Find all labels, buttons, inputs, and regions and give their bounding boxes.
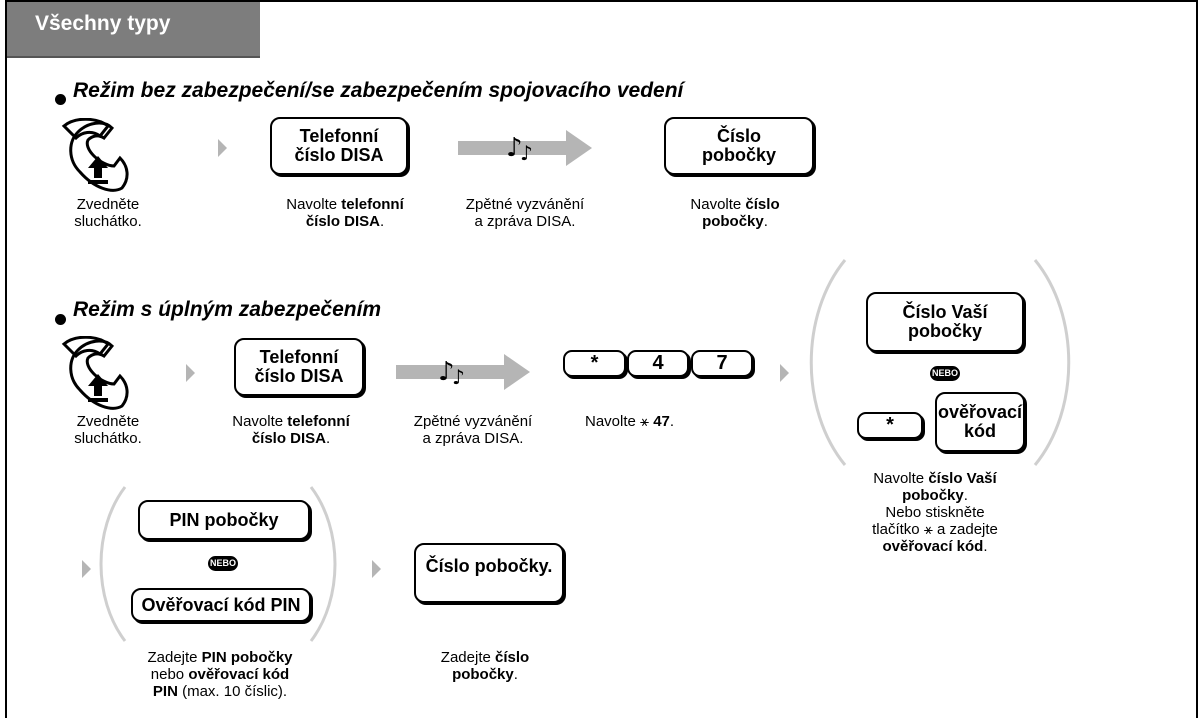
- section-tab: Všechny typy: [7, 2, 260, 58]
- section2-title: Režim s úplným zabezpečením: [73, 298, 382, 321]
- extension-pin-key[interactable]: PIN pobočky: [138, 500, 310, 540]
- arrow-icon: [780, 364, 789, 382]
- svg-text:♪: ♪: [520, 141, 533, 165]
- arrow-icon: [372, 560, 381, 578]
- handset-icon: [61, 118, 129, 192]
- svg-text:♪: ♪: [438, 357, 455, 387]
- svg-text:♪: ♪: [452, 365, 465, 389]
- option-bracket: [809, 259, 1071, 466]
- star-key[interactable]: *: [857, 412, 923, 439]
- ringback-arrow-icon: ♪ ♪: [458, 130, 592, 166]
- or-badge: NEBO: [208, 556, 238, 571]
- key-4[interactable]: 4: [627, 350, 689, 377]
- ringback-arrow-icon: ♪ ♪: [396, 354, 530, 390]
- extension-number-key[interactable]: Číslo pobočky.: [414, 543, 564, 603]
- bullet-dot: [55, 94, 66, 105]
- handset-icon: [61, 336, 129, 410]
- arrow-icon: [186, 364, 195, 382]
- s2-step4-caption: Navolte ⚹ 47.: [585, 413, 675, 430]
- s1-step2-caption: Navolte telefonní číslo DISA.: [286, 196, 404, 230]
- or-badge: NEBO: [930, 366, 960, 381]
- bullet-dot: [55, 314, 66, 325]
- s2-step6-caption: Zadejte PIN pobočky nebo ověřovací kód P…: [147, 649, 293, 700]
- key-7[interactable]: 7: [691, 350, 753, 377]
- s1-step4-caption: Navolte číslo pobočky.: [690, 196, 780, 230]
- s2-step7-caption: Zadejte číslo pobočky.: [440, 649, 530, 683]
- content-frame: [5, 0, 1198, 718]
- svg-text:♪: ♪: [506, 133, 523, 163]
- option-bracket: [99, 486, 337, 642]
- arrow-icon: [218, 139, 227, 157]
- section1-title: Režim bez zabezpečení/se zabezpečením sp…: [73, 79, 684, 102]
- star-key[interactable]: *: [563, 350, 626, 377]
- s2-step5-caption: Navolte číslo Vaší pobočky. Nebo stiskně…: [872, 470, 998, 555]
- arrow-icon: [82, 560, 91, 578]
- tab-title: Všechny typy: [35, 12, 171, 35]
- s2-step2-caption: Navolte telefonní číslo DISA.: [232, 413, 350, 447]
- pin-verification-code-key[interactable]: Ověřovací kód PIN: [131, 588, 311, 622]
